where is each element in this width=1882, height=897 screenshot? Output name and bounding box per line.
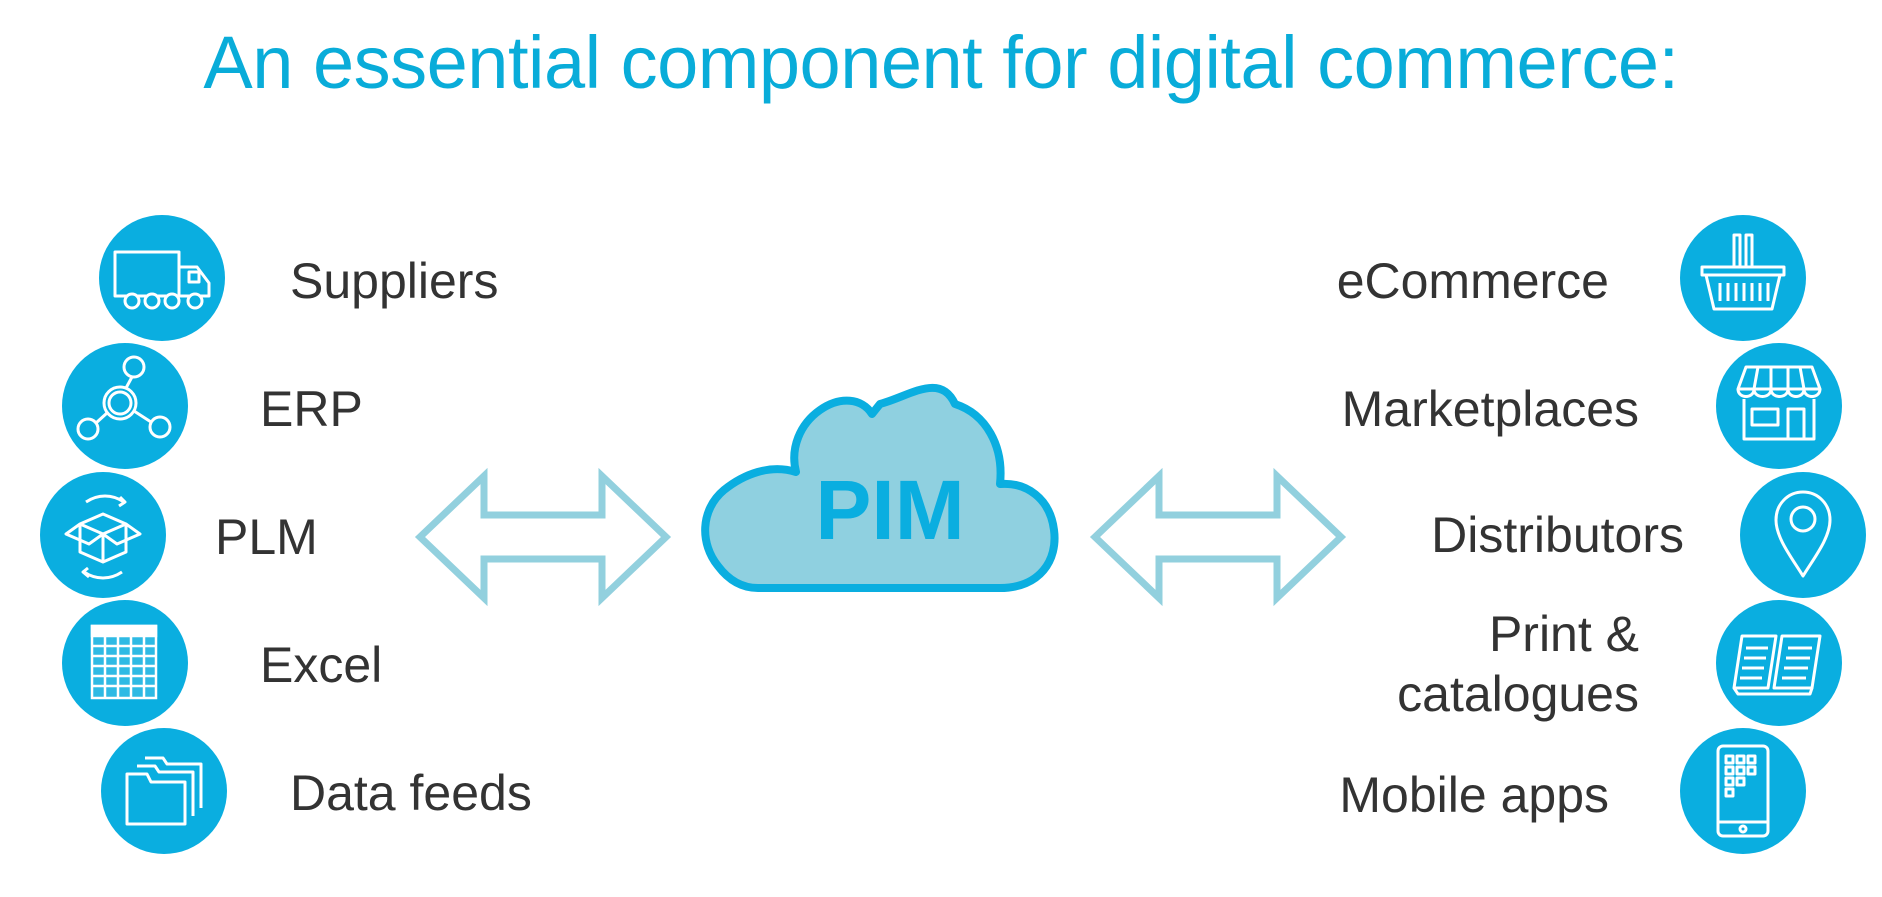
channel-label-marketplaces: Marketplaces xyxy=(1341,381,1639,437)
pim-label: PIM xyxy=(815,463,965,557)
channel-label-mobile-apps: Mobile apps xyxy=(1339,767,1609,823)
network-icon xyxy=(62,343,188,469)
tablet-icon xyxy=(1680,728,1806,854)
left-double-arrow xyxy=(414,467,672,607)
spreadsheet-icon xyxy=(62,600,188,726)
source-label-data-feeds: Data feeds xyxy=(290,765,532,821)
open-book-icon xyxy=(1716,600,1842,726)
channel-label-ecommerce: eCommerce xyxy=(1336,253,1609,309)
source-label-erp: ERP xyxy=(260,381,363,437)
pim-cloud xyxy=(701,383,1059,592)
truck-icon xyxy=(99,215,225,341)
page-title: An essential component for digital comme… xyxy=(203,21,1679,104)
channel-label-print-line2: catalogues xyxy=(1397,666,1639,722)
channel-label-print-line1: Print & xyxy=(1488,606,1639,662)
source-label-plm: PLM xyxy=(215,509,318,565)
source-label-suppliers: Suppliers xyxy=(290,253,499,309)
source-label-excel: Excel xyxy=(260,637,383,693)
storefront-icon xyxy=(1716,343,1842,469)
right-double-arrow xyxy=(1089,467,1347,607)
basket-icon xyxy=(1680,215,1806,341)
location-pin-icon xyxy=(1740,472,1866,598)
channel-label-distributors: Distributors xyxy=(1431,507,1684,563)
box-cycle-icon xyxy=(40,472,166,598)
folders-icon xyxy=(101,728,227,854)
